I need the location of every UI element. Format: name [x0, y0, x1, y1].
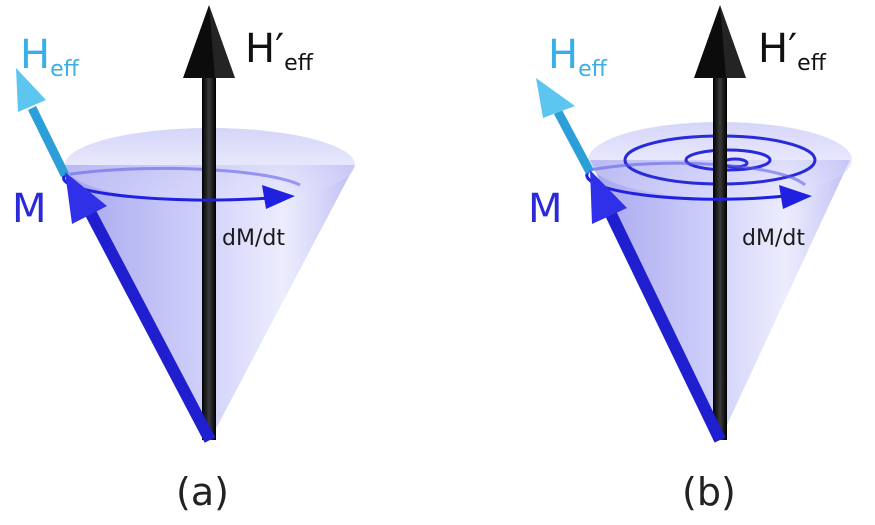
heff-prime-label: H′eff — [245, 26, 314, 76]
dmdt-arrowhead — [262, 185, 295, 209]
dmdt-arrowhead — [779, 185, 812, 209]
panel-a-label: (a) — [176, 470, 229, 514]
heff-prime-arrow — [694, 5, 746, 440]
heff-label: Heff — [20, 32, 80, 82]
magnetization-arrow — [590, 170, 726, 443]
heff-arrow — [16, 68, 70, 177]
dmdt-label: dM/dt — [742, 226, 805, 251]
panel-b: Heff H′eff M dM/dt (b) — [528, 5, 852, 514]
precession-path-back — [64, 166, 301, 187]
heff-prime-arrow — [183, 5, 235, 440]
panel-a: Heff H′eff M dM/dt (a) — [12, 5, 355, 514]
heff-prime-label: H′eff — [758, 26, 827, 76]
precession-path-front — [62, 173, 271, 202]
magnetization-label: M — [12, 186, 47, 232]
dmdt-label: dM/dt — [222, 226, 285, 251]
heff-arrow — [536, 78, 594, 175]
precession-path-front — [585, 168, 786, 201]
panel-b-label: (b) — [682, 470, 736, 514]
heff-label: Heff — [548, 32, 608, 82]
magnetization-label: M — [528, 186, 563, 232]
magnetization-arrow — [65, 172, 216, 443]
